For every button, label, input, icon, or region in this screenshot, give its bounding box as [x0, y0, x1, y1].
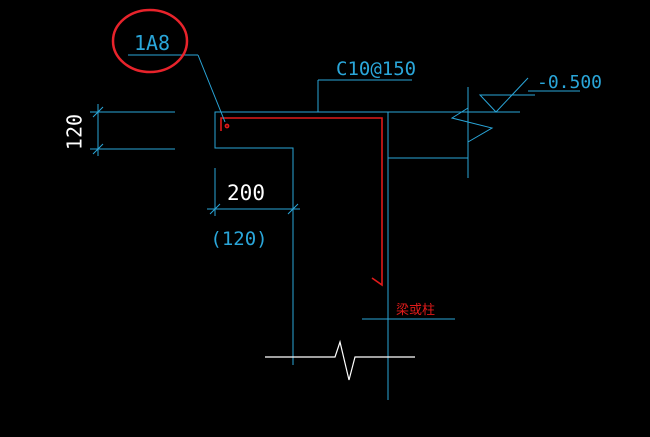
- width-label: 200: [227, 181, 265, 205]
- slab-outline: [214, 87, 520, 400]
- width-dimension: [207, 168, 300, 216]
- rebar-callout: [111, 8, 226, 123]
- slab-break-symbol: [450, 107, 494, 143]
- rebar-dot: [224, 123, 230, 129]
- beam-column-label: 梁或柱: [396, 303, 435, 318]
- stirrup-label: C10@150: [336, 58, 416, 80]
- width-tick-right: [287, 203, 299, 215]
- elevation-label: -0.500: [537, 72, 602, 93]
- thickness-dimension: [90, 104, 175, 156]
- callout-leader: [197, 54, 226, 123]
- thickness-label: 120: [63, 114, 87, 150]
- rebar-bent-bar: [220, 117, 383, 287]
- dim-tick-bottom: [92, 143, 104, 155]
- rebar: [220, 117, 383, 287]
- elevation-leader: [511, 77, 529, 96]
- slab-edge-polyline: [214, 111, 520, 365]
- bottom-break-line: [265, 339, 415, 381]
- width-tick-left: [209, 203, 221, 215]
- dim-tick-top: [92, 106, 104, 118]
- elevation-marker: [478, 77, 580, 113]
- highlight-circle: [111, 8, 189, 74]
- rebar-callout-label: 1A8: [134, 31, 170, 55]
- width-alt-label: (120): [210, 228, 267, 250]
- elevation-triangle: [478, 94, 514, 113]
- stirrup-leader: [317, 79, 412, 112]
